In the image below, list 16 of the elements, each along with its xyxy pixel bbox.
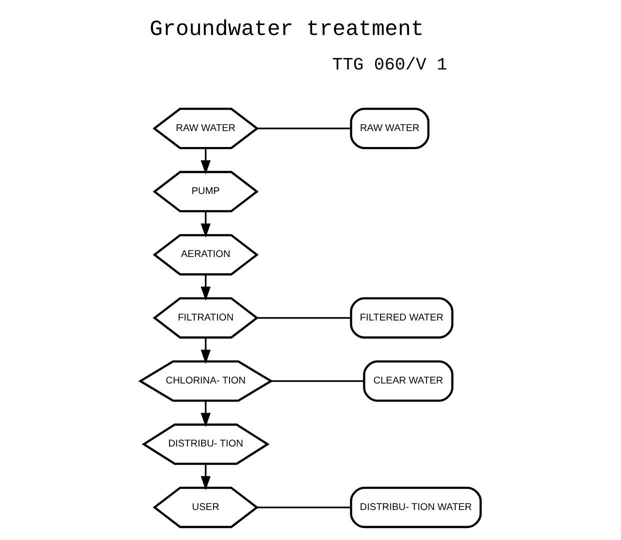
node-box: FILTERED WATER xyxy=(350,297,454,339)
node-box: RAW WATER xyxy=(350,108,430,150)
arrow xyxy=(200,148,211,174)
connector xyxy=(257,506,351,508)
connector xyxy=(271,380,364,382)
diagram-title: Groundwater treatment xyxy=(150,16,424,42)
arrow xyxy=(200,274,211,301)
connector xyxy=(257,317,351,319)
label: TTG 060/V 1 xyxy=(332,55,448,76)
arrow xyxy=(200,400,211,428)
node-box: DISTRIBU- TION WATER xyxy=(350,486,482,528)
arrow xyxy=(200,338,211,364)
arrow xyxy=(200,211,211,238)
connector xyxy=(257,128,351,130)
node-box: CLEAR WATER xyxy=(363,360,454,402)
arrow xyxy=(200,464,211,490)
